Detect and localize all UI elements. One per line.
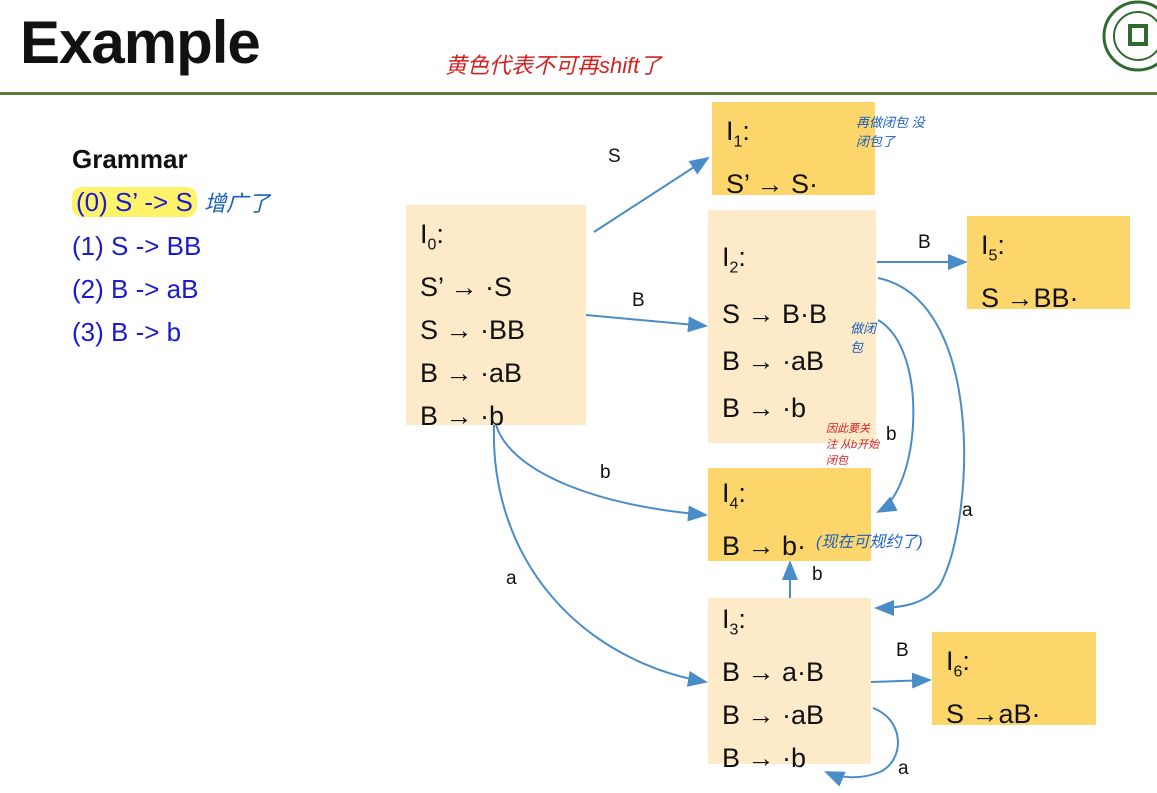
- handwritten-note-top: 黄色代表不可再shift了: [445, 53, 662, 78]
- grammar-rule-3: (3) B -> b: [72, 317, 182, 347]
- state-i3-item-2: B → ·aB: [722, 700, 825, 731]
- edge-i3-i6: [869, 672, 932, 689]
- edge-label-i3-i4: b: [812, 564, 823, 585]
- edge-label-i2-i4: b: [886, 424, 897, 445]
- handwritten-i2-note-b: 因此要关注 从b开始闭包: [826, 423, 880, 467]
- state-i3-label: I3:: [722, 604, 746, 639]
- edge-i0-i2: [585, 314, 708, 333]
- state-i2-item-3: B → ·b: [722, 393, 807, 424]
- edge-i2-i3: [874, 277, 966, 616]
- edge-label-i3-self: a: [898, 758, 909, 779]
- state-i0-item-1: S’ → ·S: [420, 272, 513, 303]
- edge-label-i0-i2: B: [632, 290, 645, 311]
- state-i4-item-1: B → b·: [722, 531, 807, 562]
- handwritten-i1-note: 再做闭包 没闭包了: [856, 115, 925, 149]
- grammar-rule-0: (0) S’ -> S 增广了: [72, 181, 270, 225]
- state-i2: I2: S → B·B B → ·aB B → ·b: [708, 210, 876, 443]
- augmented-rule: (0) S’ -> S: [72, 187, 197, 217]
- state-i6-item-1: S →aB·: [946, 699, 1041, 730]
- edge-label-i0-i3: a: [506, 568, 517, 589]
- grammar-rule-2: (2) B -> aB: [72, 274, 199, 304]
- state-i3-item-3: B → ·b: [722, 743, 807, 774]
- handwritten-i2-note-a: 做闭包: [850, 321, 877, 355]
- state-i0-item-3: B → ·aB: [420, 358, 523, 389]
- edge-label-i0-i1: S: [608, 146, 621, 167]
- edge-label-i2-i5: B: [918, 232, 931, 253]
- state-i4: I4: B → b·: [708, 468, 871, 561]
- state-i2-item-1: S → B·B: [722, 299, 828, 330]
- edge-i3-self: [824, 707, 899, 787]
- grammar-rule-1: (1) S -> BB: [72, 231, 202, 261]
- edge-i0-i1: [593, 156, 710, 233]
- state-i5: I5: S →BB·: [967, 216, 1130, 313]
- state-i3: I3: B → a·B B → ·aB B → ·b: [708, 598, 871, 773]
- grammar-block: Grammar (0) S’ -> S 增广了 (1) S -> BB (2) …: [72, 138, 270, 354]
- state-i6-label: I6:: [946, 646, 970, 681]
- state-i1: I1: S’ → S·: [712, 102, 875, 199]
- state-i5-item-1: S →BB·: [981, 283, 1079, 314]
- edge-label-i3-i6: B: [896, 640, 909, 661]
- edge-i0-i4: [495, 424, 708, 522]
- state-i4-label: I4:: [722, 478, 746, 513]
- state-i0-item-4: B → ·b: [420, 401, 505, 432]
- state-i2-item-2: B → ·aB: [722, 346, 825, 377]
- state-i1-label: I1:: [726, 116, 750, 151]
- university-logo: [1102, 0, 1157, 72]
- handwritten-i4-note: (现在可规约了): [816, 534, 923, 551]
- state-i3-item-1: B → a·B: [722, 657, 825, 688]
- state-i5-label: I5:: [981, 230, 1005, 265]
- edge-label-i0-i4: b: [600, 462, 611, 483]
- handwritten-augment-note: 增广了: [204, 191, 271, 216]
- edge-i2-i4: [876, 319, 915, 513]
- title-divider: [0, 92, 1157, 95]
- edge-label-i2-i3: a: [962, 500, 973, 521]
- slide-title: Example: [20, 9, 261, 76]
- state-i0: I0: S’ → ·S S → ·BB B → ·aB B → ·b: [406, 205, 586, 431]
- edge-i0-i3: [492, 424, 708, 687]
- state-i2-label: I2:: [722, 242, 746, 277]
- state-i1-item-1: S’ → S·: [726, 169, 819, 200]
- state-i0-item-2: S → ·BB: [420, 315, 526, 346]
- state-i6: I6: S →aB·: [932, 632, 1096, 729]
- state-i0-label: I0:: [420, 219, 444, 254]
- grammar-heading: Grammar: [72, 144, 188, 174]
